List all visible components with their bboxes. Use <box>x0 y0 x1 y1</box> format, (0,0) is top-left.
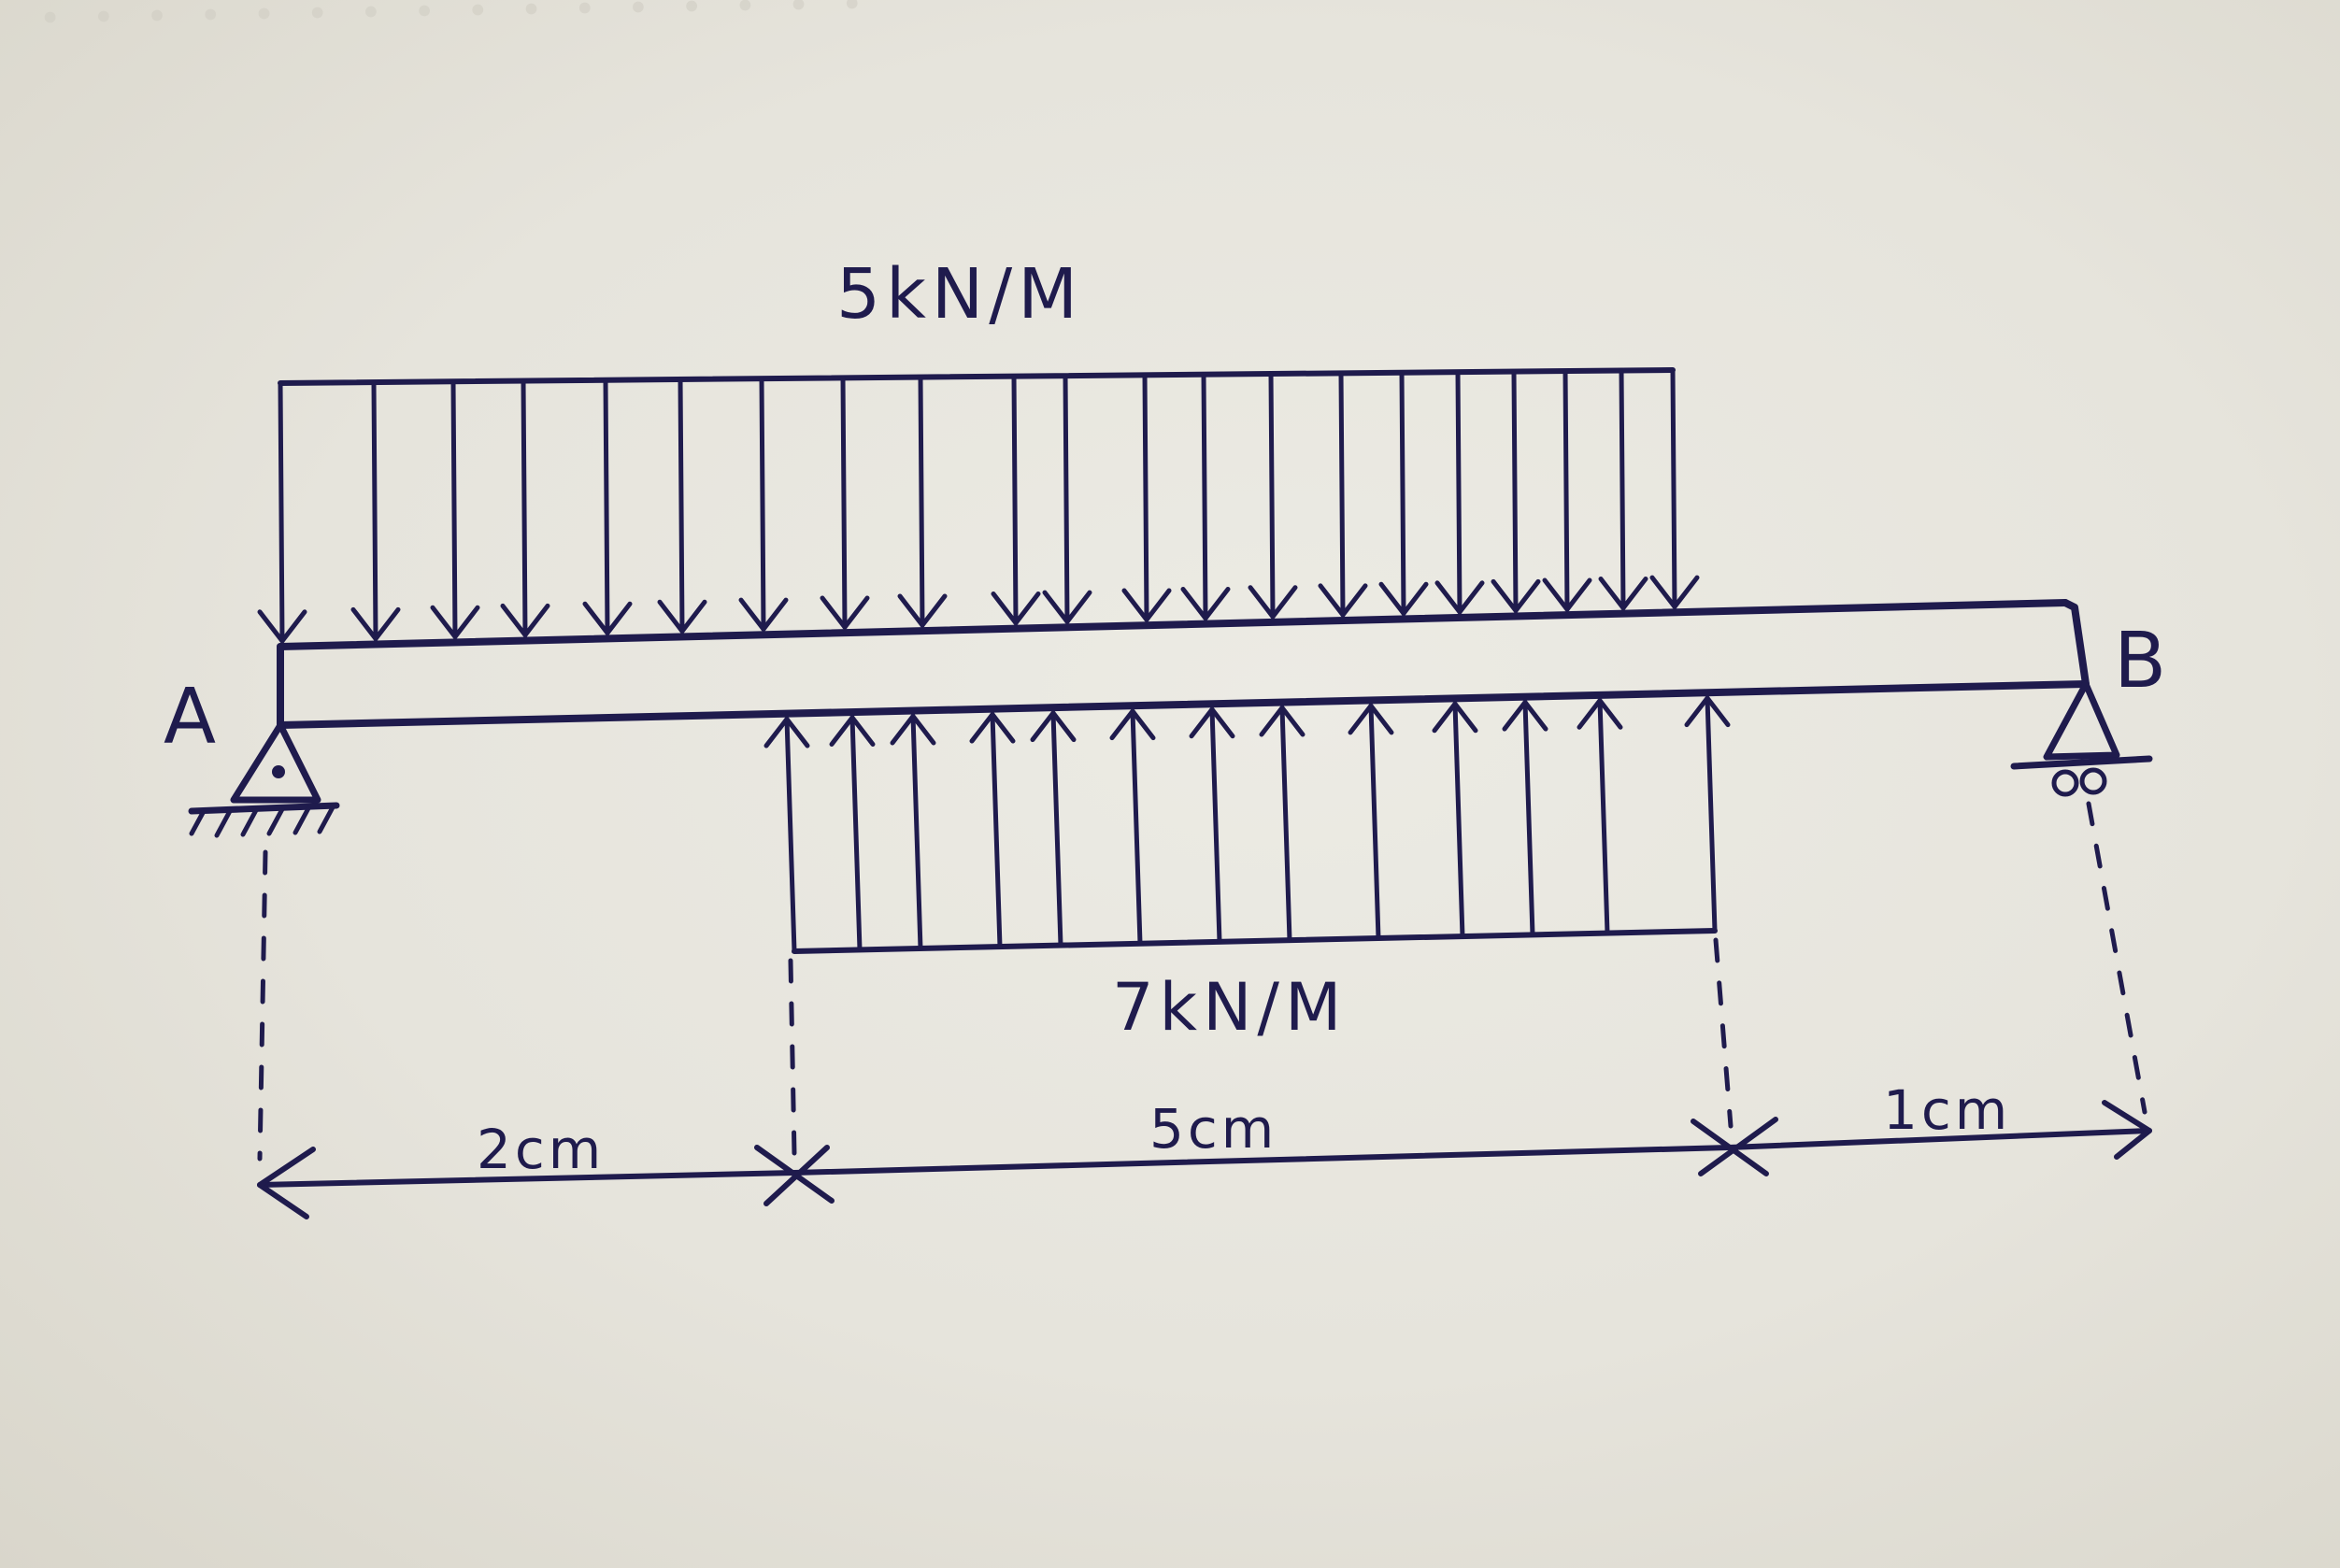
load-arrow-down <box>1434 369 1485 615</box>
load-arrow-down <box>1318 370 1368 618</box>
load-arrow-up <box>969 711 1016 949</box>
dimension-5cm-label: 5cm <box>1149 1097 1277 1161</box>
load-arrow-up <box>1502 699 1548 937</box>
load-arrow-down <box>1598 368 1648 611</box>
load-arrow-up <box>763 716 810 954</box>
dimension-line <box>257 1100 2152 1219</box>
load-arrow-up <box>1189 706 1235 945</box>
dimension-1cm-label: 1cm <box>1883 1078 2011 1142</box>
extension-lines <box>257 801 2147 1162</box>
load-arrow-down <box>1180 372 1231 621</box>
load-arrow-down <box>1491 369 1541 614</box>
load-arrow-down <box>257 380 307 644</box>
pin-support-a <box>188 721 340 838</box>
udl-bottom-label: 7kN/M <box>1112 969 1347 1046</box>
point-a-label: A <box>164 673 216 762</box>
point-b-label: B <box>2114 617 2166 706</box>
load-arrow-down <box>350 379 401 642</box>
udl-top-label: 5kN/M <box>836 254 1083 335</box>
load-arrow-up <box>829 715 876 952</box>
load-arrow-down <box>738 376 789 632</box>
load-arrow-down <box>991 374 1041 626</box>
load-arrow-down <box>897 375 948 628</box>
load-arrow-down <box>1542 368 1592 612</box>
load-arrow-down <box>582 378 633 635</box>
load-arrow-down <box>657 377 707 634</box>
udl-bottom-7kn <box>763 695 1731 954</box>
load-arrow-down <box>430 378 480 639</box>
load-arrow-up <box>1109 708 1156 947</box>
load-arrow-up <box>1432 701 1478 939</box>
load-arrow-up <box>1577 698 1623 936</box>
roller-support-b <box>2010 680 2153 797</box>
show-through-text: · · · · · · · · · · · · · · · · <box>36 0 867 67</box>
load-arrow-down <box>820 375 870 630</box>
load-arrow-up <box>890 713 936 951</box>
load-arrow-down <box>1649 367 1700 609</box>
load-arrow-up <box>1348 703 1394 941</box>
load-arrow-down <box>1378 370 1429 616</box>
beam <box>277 599 2090 729</box>
load-arrow-up <box>1030 710 1077 948</box>
dimension-2cm-label: 2cm <box>477 1118 605 1181</box>
svg-text:· · · · · · · · · ·: · · · · · · · · · · · · · · · · <box>36 0 867 67</box>
load-arrow-up <box>1684 695 1731 934</box>
load-arrow-down <box>500 378 550 638</box>
load-arrow-down <box>1248 371 1298 620</box>
load-arrow-down <box>1042 373 1092 624</box>
load-arrow-up <box>1259 705 1306 943</box>
udl-top-5kn <box>257 367 1700 644</box>
load-arrow-down <box>1121 372 1172 622</box>
